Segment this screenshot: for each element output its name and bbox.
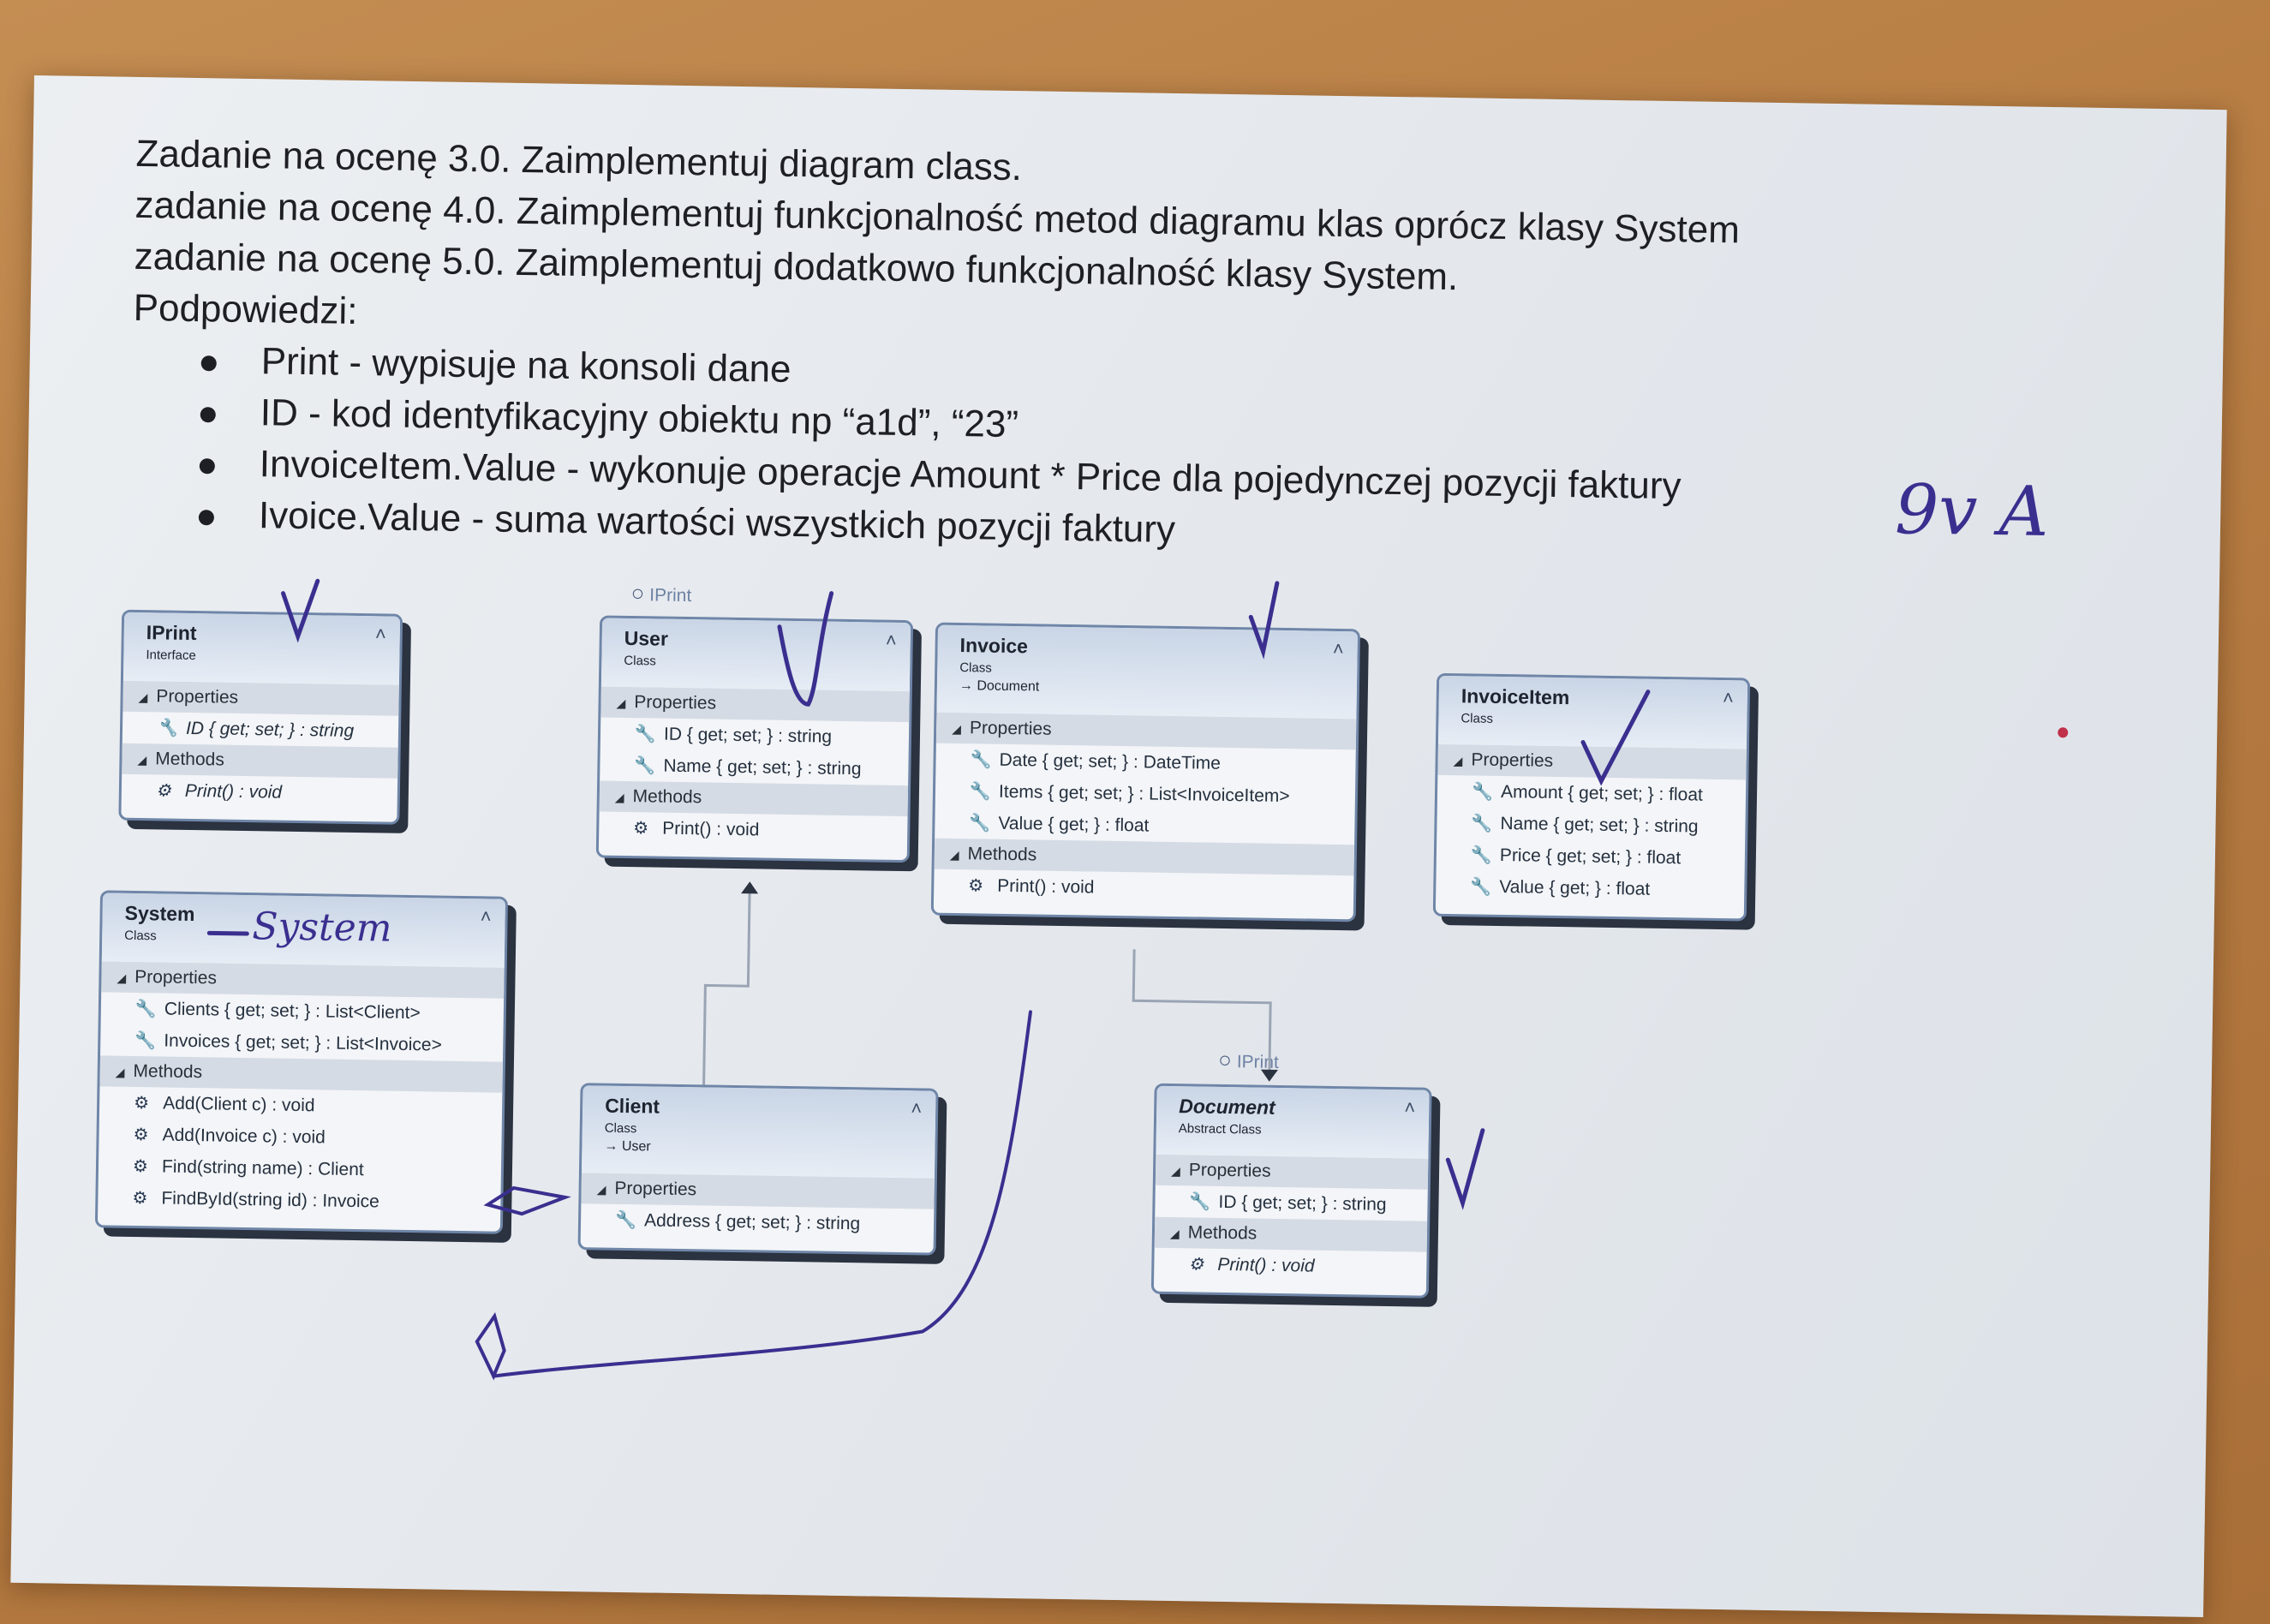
checkmark-ink xyxy=(1445,1128,1485,1210)
inheritance-arrowhead xyxy=(741,881,759,894)
underline-ink xyxy=(206,930,249,936)
checkmark-ink xyxy=(777,591,834,707)
checkmark-ink xyxy=(1580,690,1651,786)
handwritten-grade: 9v A xyxy=(1895,469,2050,552)
ink-and-connectors: System 9v A xyxy=(206,469,2069,1381)
red-ink-dot xyxy=(2058,727,2069,738)
handwritten-system-note: System xyxy=(252,905,392,951)
inheritance-connector-invoice-document xyxy=(1132,949,1272,1072)
checkmark-ink xyxy=(1248,581,1280,660)
inheritance-arrowhead xyxy=(1260,1069,1278,1082)
checkmark-ink xyxy=(281,578,320,643)
association-ink-line xyxy=(492,1010,1032,1378)
association-ink-arrowhead xyxy=(475,1311,506,1381)
paper-sheet: Zadanie na ocenę 3.0. Zaimplementuj diag… xyxy=(10,75,2227,1617)
inheritance-connector-client-user xyxy=(702,892,751,1085)
association-ink-arrowhead xyxy=(483,1185,571,1216)
